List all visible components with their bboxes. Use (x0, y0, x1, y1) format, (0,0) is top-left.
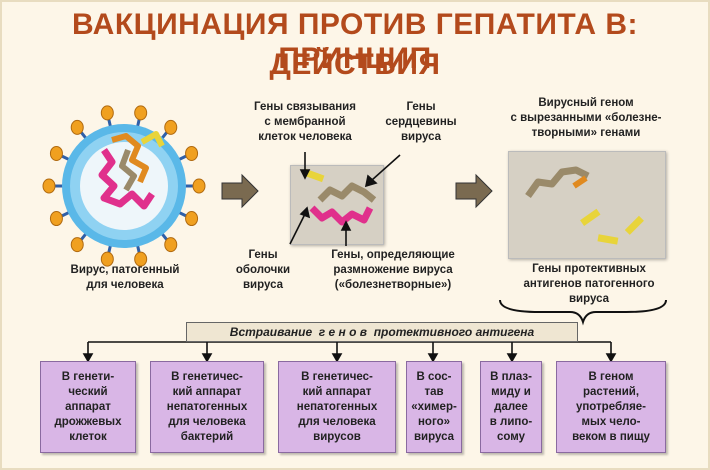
label-core-genes: Гены сердцевины вируса (385, 101, 457, 143)
virus-spike (49, 145, 63, 161)
target-text: В генетичес- кий аппарат непатогенных дл… (296, 370, 378, 443)
pointer-arrows (289, 152, 401, 246)
virus-spike (164, 119, 178, 135)
arrow-right-icon (455, 173, 493, 209)
banner-insertion: Встраивание г е н о в протективного анти… (186, 322, 578, 342)
virus-spike (100, 251, 114, 267)
label-virus: Вирус, патогенный для человека (70, 264, 180, 291)
arrow-right-icon (221, 173, 259, 209)
virus-spike (185, 145, 199, 161)
virus-spike (100, 105, 114, 121)
virus-spike (42, 178, 56, 194)
virus-spike (70, 237, 84, 253)
virus-spike (134, 105, 148, 121)
label-protective-genes: Гены протективных антигенов патогенного … (523, 263, 655, 305)
target-text: В плаз- миду и далее в липо- сому (489, 370, 533, 443)
target-box-chimeric: В сос- тав «химер- ного» вируса (406, 361, 462, 453)
label-envelope-genes: Гены оболочки вируса (235, 249, 291, 291)
virus-illustration (42, 105, 206, 267)
target-text: В сос- тав «химер- ного» вируса (411, 370, 457, 443)
virus-spike (49, 211, 63, 227)
label-binding-genes: Гены связывания с мембранной клеток чело… (254, 101, 356, 143)
virus-spike (134, 251, 148, 267)
right-gene-panel (508, 151, 666, 259)
connector-lines (82, 341, 617, 363)
virus-spike (70, 119, 84, 135)
page-title-line1: ВАКЦИНАЦИЯ ПРОТИВ ГЕПАТИТА В: ПРИНЦИП (72, 8, 638, 75)
target-box-bacteria: В генетичес- кий аппарат непатогенных дл… (150, 361, 264, 453)
virus-spike (192, 178, 206, 194)
virus-spike (185, 211, 199, 227)
target-text: В генетичес- кий аппарат непатогенных дл… (166, 370, 248, 443)
label-cut-genome: Вирусный геном с вырезанными «болезне- т… (510, 97, 662, 139)
middle-genes (303, 168, 377, 226)
virus-spike (164, 237, 178, 253)
target-box-plasmid: В плаз- миду и далее в липо- сому (480, 361, 542, 453)
target-box-plants: В геном растений, употребляе- мых чело- … (556, 361, 666, 453)
label-replication-genes: Гены, определяющие размножение вируса («… (331, 249, 455, 291)
brace (499, 299, 667, 326)
right-genes (525, 166, 644, 245)
page-title-line2: ДЕЙСТВИЯ (269, 48, 441, 81)
target-box-viruses: В генетичес- кий аппарат непатогенных дл… (278, 361, 396, 453)
target-box-yeast: В генети- ческий аппарат дрожжевых клето… (40, 361, 136, 453)
target-text: В генети- ческий аппарат дрожжевых клето… (54, 370, 122, 443)
target-text: В геном растений, употребляе- мых чело- … (572, 370, 650, 443)
